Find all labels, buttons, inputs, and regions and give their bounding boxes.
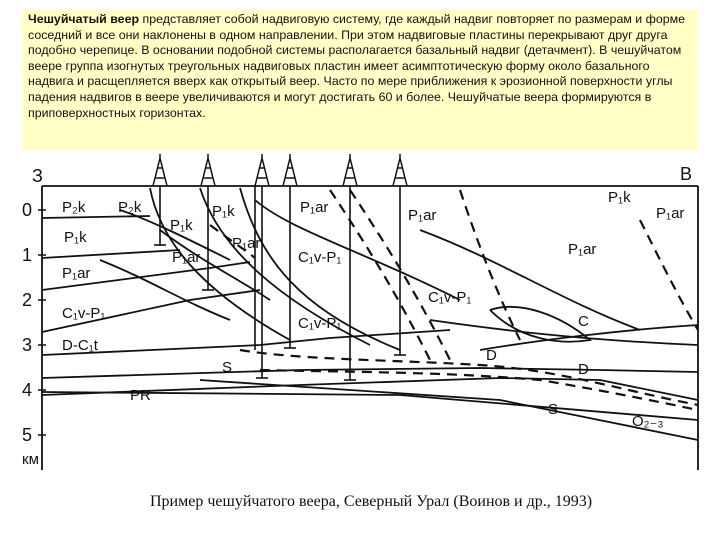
basal-detachment	[239, 348, 699, 407]
layer-line	[479, 324, 699, 351]
rig-icon	[254, 154, 270, 187]
dashed-thrust	[349, 189, 451, 361]
dashed-thrust	[259, 368, 699, 412]
layer-line	[41, 367, 699, 379]
layer-line	[41, 261, 251, 291]
layer-line	[41, 289, 261, 333]
unit-label: P₁ar	[656, 205, 684, 222]
layer-line	[199, 379, 699, 441]
depth-label: 5	[22, 425, 32, 445]
rig-icon	[342, 154, 358, 187]
unit-label: O₂₋₃	[632, 413, 664, 430]
unit-label: S	[548, 401, 558, 418]
layer-line	[429, 319, 699, 346]
unit-label: P₁k	[212, 203, 235, 220]
dashed-thrust	[209, 224, 256, 259]
unit-label: S	[222, 359, 232, 376]
depth-label: 0	[22, 200, 32, 220]
unit-label: D	[486, 347, 497, 364]
dashed-thrust	[458, 189, 521, 341]
layer-line	[41, 391, 699, 421]
thrust-fault	[99, 259, 231, 321]
thrust-fan-diagram: З В 0 1 2 3 4 5 км P₂k P₂k P₁k P₁k P₁k P…	[22, 154, 699, 470]
unit-label: P₁ar	[62, 265, 90, 282]
unit-label: PR	[130, 387, 151, 404]
layer-line	[41, 329, 451, 356]
thrust-fault	[199, 187, 371, 346]
thrust-fault	[254, 199, 461, 301]
thrust-fault	[149, 187, 291, 341]
east-label: В	[680, 164, 692, 184]
depth-unit-label: км	[22, 451, 39, 468]
unit-label: C₁v-P₁	[298, 315, 341, 332]
dashed-thrust	[639, 219, 699, 331]
term-bold: Чешуйчатый веер	[28, 12, 140, 26]
layer-line	[419, 229, 641, 331]
description-text: Чешуйчатый веер представляет собой надви…	[22, 10, 698, 150]
description-body: представляет собой надвиговую систему, г…	[28, 12, 686, 120]
unit-label: P₂k	[118, 199, 142, 216]
unit-label: C₁v-P₁	[62, 305, 105, 322]
unit-label: P₁k	[170, 217, 193, 234]
rig-icon	[200, 154, 216, 187]
thrust-fault	[119, 209, 231, 261]
unit-label: P₁ar	[232, 235, 260, 252]
layer-line	[41, 215, 151, 219]
rig-icon	[282, 154, 298, 187]
unit-label: P₁k	[64, 229, 87, 246]
layer-line	[41, 249, 181, 259]
thrust-fault	[159, 229, 271, 301]
unit-label: C	[578, 313, 589, 330]
unit-label: P₁ar	[300, 199, 328, 216]
depth-label: 2	[22, 290, 32, 310]
drilling-rigs	[152, 154, 408, 187]
figure-caption: Пример чешуйчатого веера, Северный Урал …	[150, 493, 593, 510]
unit-label: P₁k	[608, 189, 631, 206]
unit-label: P₁ar	[568, 241, 596, 258]
dashed-thrust	[329, 189, 431, 361]
rig-icon	[152, 154, 168, 187]
depth-label: 4	[22, 380, 32, 400]
unit-label: P₁ar	[172, 249, 200, 266]
rig-icon	[392, 154, 408, 187]
depth-label: 1	[22, 245, 32, 265]
unit-label: C₁v-P₁	[428, 289, 471, 306]
depth-label: 3	[22, 335, 32, 355]
unit-label: D	[578, 361, 589, 378]
unit-label: P₂k	[62, 199, 86, 216]
unit-label: P₁ar	[408, 207, 436, 224]
unit-label: D-C₁t	[62, 337, 99, 354]
layer-line	[489, 306, 593, 343]
west-label: З	[32, 166, 43, 186]
unit-label: C₁v-P₁	[298, 249, 341, 266]
